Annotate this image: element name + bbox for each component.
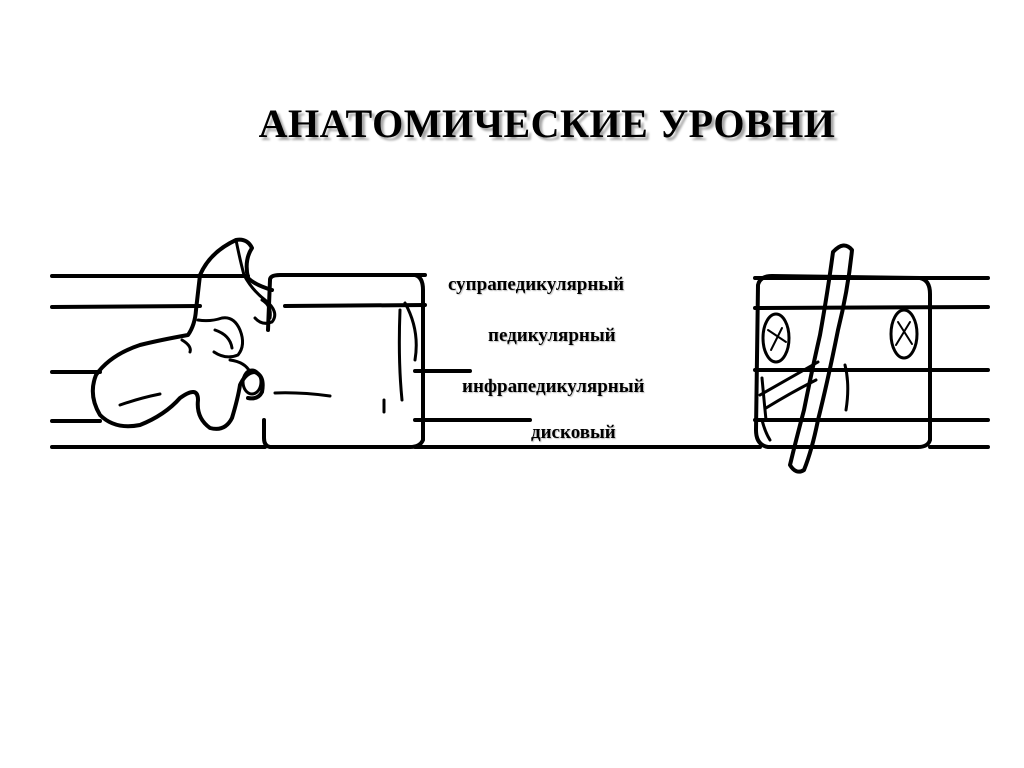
left-vertebral-body	[262, 273, 425, 449]
level-label-infrapedicular: инфрапедикулярный	[462, 376, 645, 397]
level-line-2	[50, 303, 990, 310]
nerve-root	[758, 243, 854, 474]
level-label-discal: дисковый	[531, 422, 616, 443]
right-vertebral-body	[754, 274, 932, 449]
level-line-4	[50, 418, 990, 423]
slide-title: АНАТОМИЧЕСКИЕ УРОВНИ	[258, 101, 836, 146]
level-label-pedicular: педикулярный	[488, 325, 616, 346]
level-lines	[50, 273, 990, 449]
left-posterior-elements	[90, 237, 277, 431]
level-label-suprapedicular: супрапедикулярный	[448, 274, 625, 295]
